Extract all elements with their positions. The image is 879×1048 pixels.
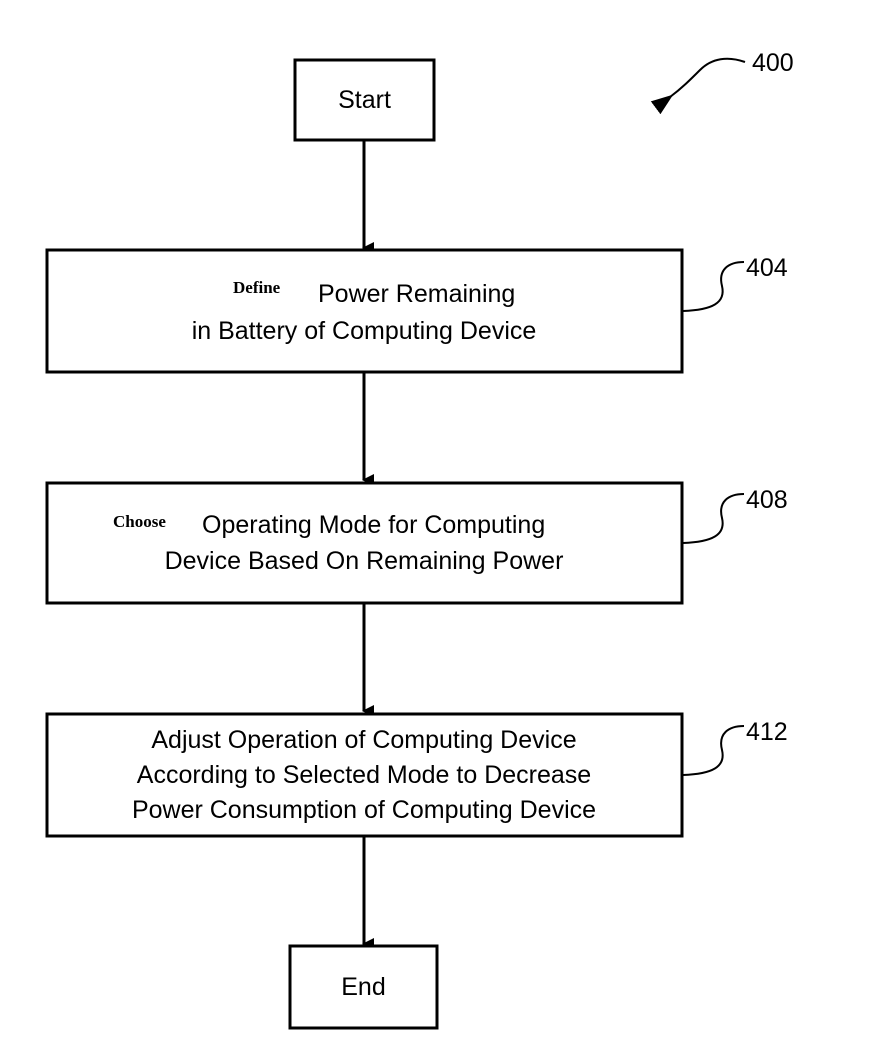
reference-404-number: 404 — [746, 254, 788, 282]
reference-404: 404 — [682, 254, 788, 312]
step-408-line-2: Device Based On Remaining Power — [165, 547, 564, 575]
step-412-line-1: Adjust Operation of Computing Device — [151, 726, 576, 754]
step-408-lead-word: Choose — [113, 512, 166, 531]
figure-reference-number: 400 — [752, 49, 794, 77]
step-412-line-2: According to Selected Mode to Decrease — [137, 761, 591, 789]
start-label: Start — [338, 86, 391, 114]
step-408-line-1: Operating Mode for Computing — [202, 511, 545, 539]
end-label: End — [341, 973, 385, 1001]
figure-reference-arrow — [650, 57, 746, 115]
reference-408-leader — [682, 493, 745, 544]
end-terminal: End — [288, 944, 439, 1030]
step-404-line-1: Power Remaining — [318, 280, 515, 308]
reference-412-number: 412 — [746, 718, 788, 746]
figure-reference: 400 — [650, 49, 794, 115]
reference-408: 408 — [682, 486, 788, 544]
reference-404-leader — [682, 261, 745, 312]
step-404-line-2: in Battery of Computing Device — [192, 317, 537, 345]
step-404-lead-word: Define — [233, 278, 281, 297]
reference-408-number: 408 — [746, 486, 788, 514]
process-step-408: Choose Operating Mode for Computing Devi… — [45, 481, 684, 605]
step-412-line-3: Power Consumption of Computing Device — [132, 796, 596, 824]
start-terminal: Start — [293, 58, 436, 142]
process-step-404: Define Power Remaining in Battery of Com… — [45, 248, 684, 374]
reference-412-leader — [682, 725, 745, 776]
reference-412: 412 — [682, 718, 788, 776]
process-step-412: Adjust Operation of Computing Device Acc… — [45, 712, 684, 838]
